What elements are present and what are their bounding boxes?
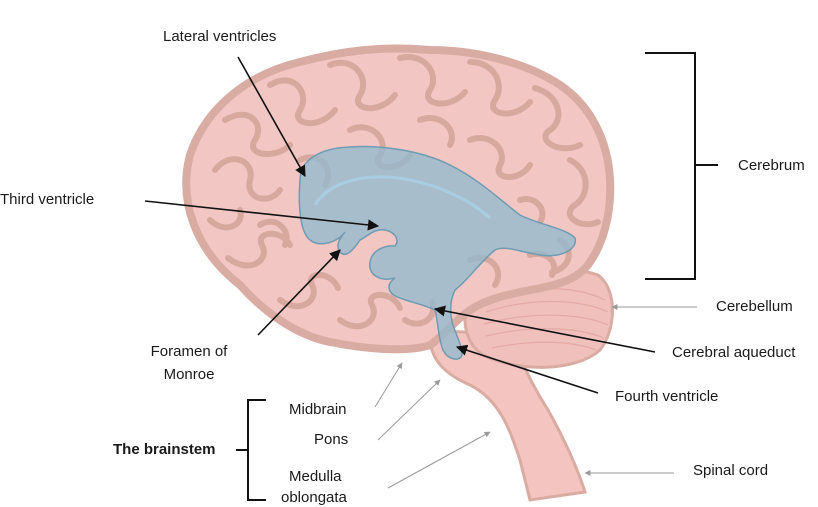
gyri-pattern <box>207 54 601 330</box>
ventricle-highlight <box>313 175 492 220</box>
label-cerebrum: Cerebrum <box>738 157 805 174</box>
label-medulla-line2: oblongata <box>281 489 347 506</box>
label-pons: Pons <box>314 431 349 448</box>
label-foramen-line1: Foramen of <box>150 343 228 360</box>
label-cerebellum: Cerebellum <box>716 298 793 315</box>
label-cerebral-aqueduct: Cerebral aqueduct <box>672 344 796 361</box>
ventricular-system-shape <box>298 145 576 360</box>
label-spinal-cord: Spinal cord <box>693 462 769 479</box>
label-foramen-line2: Monroe <box>163 366 215 383</box>
brainstem-bracket <box>236 399 266 501</box>
pointer-lines <box>144 56 656 394</box>
cerebrum-bracket <box>645 52 718 280</box>
label-lateral-ventricles: Lateral ventricles <box>163 28 277 45</box>
label-third-ventricle: Third ventricle <box>0 191 95 208</box>
label-brainstem: The brainstem <box>113 441 216 458</box>
label-medulla-line1: Medulla <box>289 468 342 485</box>
spinal-cord-shape <box>428 328 587 502</box>
thin-arrows <box>374 304 697 489</box>
label-fourth-ventricle: Fourth ventricle <box>615 388 719 405</box>
label-midbrain: Midbrain <box>289 401 347 418</box>
